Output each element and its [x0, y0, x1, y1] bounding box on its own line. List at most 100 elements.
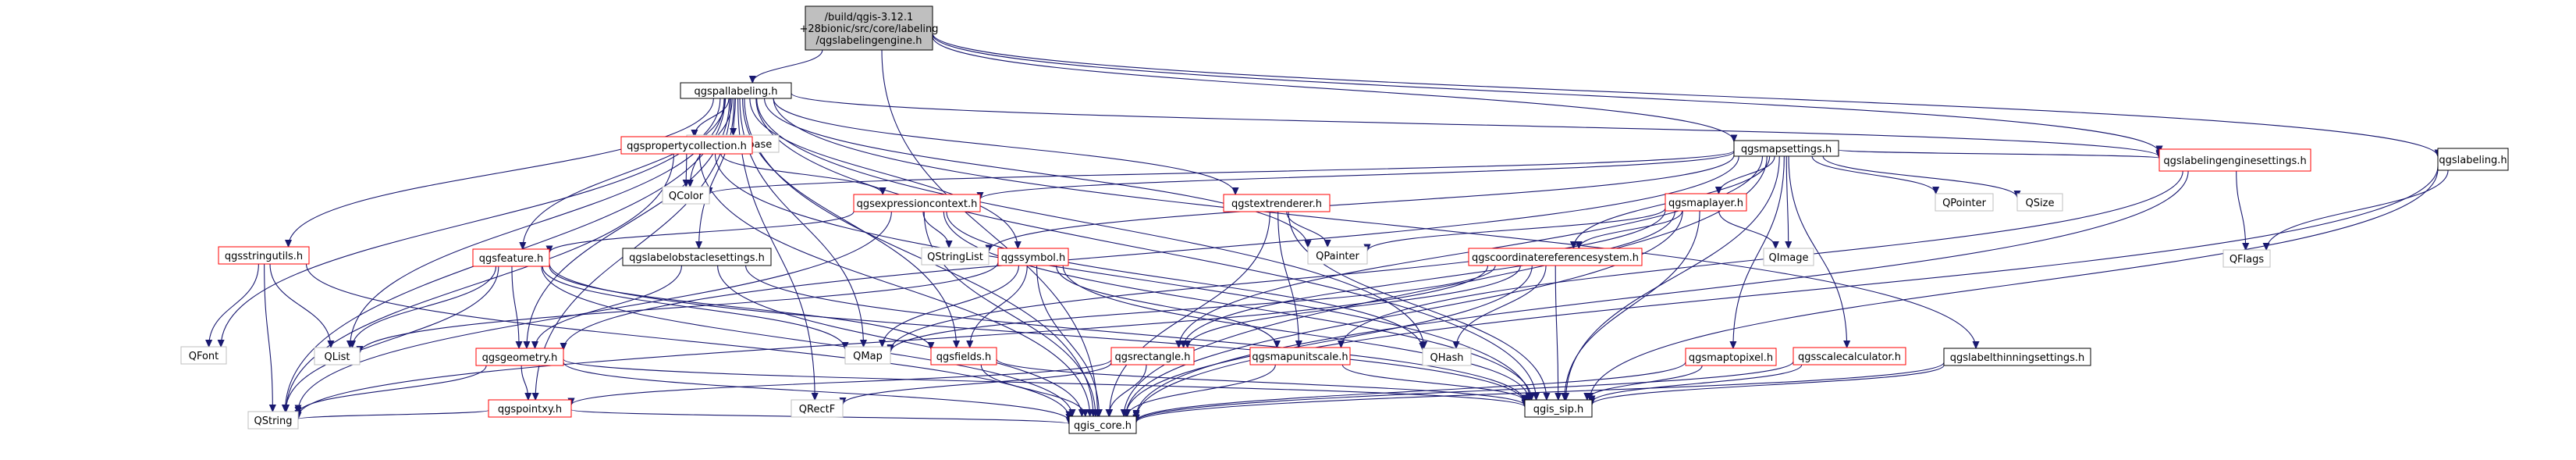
node-qgslabelingenginesettings[interactable]: qgslabelingenginesettings.h [2159, 148, 2311, 172]
edge-qgspointxy-to-QString [298, 409, 489, 419]
edge-qgsfields-to-qgis_sip [996, 358, 1525, 406]
edge-qgsstringutils-to-qgis_core [305, 263, 1069, 418]
edge-qgsmaplayer-to-qgis_core [1126, 210, 1683, 416]
edge-root-to-qgsmapsettings [932, 36, 1734, 142]
node-label-QMap: QMap [853, 351, 883, 362]
node-qgis_sip[interactable]: qgis_sip.h [1524, 399, 1593, 418]
edge-qgsfeature-to-QString [286, 266, 499, 412]
node-qgslabelthinningsettings[interactable]: qgslabelthinningsettings.h [1943, 348, 2091, 366]
node-box-qgis_core [1068, 415, 1137, 434]
node-label-qgslabelobstaclesettings: qgslabelobstaclesettings.h [629, 252, 765, 264]
node-box-qgsmapsettings [1733, 140, 1839, 157]
edge-qgsgeometry-to-qgspointxy [521, 365, 528, 400]
node-label-qgspropertycollection: qgspropertycollection.h [627, 141, 747, 152]
edge-qgsgeometry-to-QString [298, 365, 487, 414]
node-QImage: QImage [1763, 248, 1814, 266]
edge-qgspallabeling-to-QPainter [763, 98, 1308, 248]
node-qgsrectangle[interactable]: qgsrectangle.h [1110, 347, 1195, 366]
node-label-qgsfeature: qgsfeature.h [479, 253, 544, 265]
edge-qgsrectangle-to-QRectF [843, 362, 1112, 405]
node-box-qgslabelobstaclesettings [622, 248, 772, 266]
edge-qgsfeature-to-qgsfields [549, 266, 931, 349]
node-box-QFlags [2222, 249, 2271, 268]
edge-qgssymbol-to-qgis_sip [1062, 265, 1529, 400]
node-qgspallabeling[interactable]: qgspallabeling.h [680, 82, 792, 99]
edge-qgsexpressioncontext-to-QHash [946, 211, 1423, 350]
edge-qgslabelobstaclesettings-to-qgis_sip [745, 265, 1525, 402]
node-label-QStringList: QStringList [927, 251, 983, 263]
edge-qgsstringutils-to-QFont [209, 263, 259, 347]
node-QStringList: QStringList [921, 247, 990, 266]
node-box-root [805, 5, 933, 51]
node-qgspointxy[interactable]: qgspointxy.h [488, 399, 572, 418]
node-qgstextrenderer[interactable]: qgstextrenderer.h [1223, 194, 1331, 212]
node-label-qgis_sip: qgis_sip.h [1533, 404, 1583, 415]
node-label-qgsmapsettings: qgsmapsettings.h [1741, 144, 1832, 155]
edge-root-to-qgspallabeling [752, 49, 823, 83]
node-qgsmapunitscale[interactable]: qgsmapunitscale.h [1249, 347, 1351, 366]
edge-qgsmapsettings-to-QStringList [989, 155, 1735, 252]
edge-qgslabelthinningsettings-to-qgis_core [1136, 362, 1945, 423]
node-box-QFont [180, 346, 227, 365]
edge-qgsscalecalculator-to-qgis_sip [1592, 364, 1803, 402]
node-box-qgspallabeling [680, 82, 792, 99]
edge-qgspallabeling-to-qgslabelobstaclesettings [699, 98, 735, 248]
edge-qgsmaplayer-to-QPainter [1367, 208, 1666, 251]
node-qgsgeometry[interactable]: qgsgeometry.h [475, 348, 564, 366]
node-qgsstringutils[interactable]: qgsstringutils.h [218, 246, 310, 265]
edge-qgstextrenderer-to-qgis_core [1110, 211, 1270, 416]
node-box-qgsgeometry [475, 348, 564, 366]
node-qgsfields[interactable]: qgsfields.h [930, 347, 997, 366]
node-box-qgslabeling [2437, 148, 2509, 171]
node-qgslabelobstaclesettings[interactable]: qgslabelobstaclesettings.h [622, 248, 772, 266]
edge-qgstextrenderer-to-QPainter [1286, 211, 1327, 247]
node-qgspropertycollection[interactable]: qgspropertycollection.h [620, 136, 753, 155]
edge-qgsmapsettings-to-qgsscalecalculator [1788, 155, 1847, 348]
node-qgsexpressioncontext[interactable]: qgsexpressioncontext.h [853, 194, 981, 212]
edge-qgsmaplayer-to-QMap [890, 209, 1666, 351]
edge-root-to-qgis_core [881, 49, 1098, 416]
node-qgsmaptopixel[interactable]: qgsmaptopixel.h [1685, 348, 1777, 366]
edge-qgsmapsettings-to-qgsexpressioncontext [980, 151, 1735, 199]
edge-qgsexpressioncontext-to-QStringList [922, 211, 949, 248]
edge-qgsexpressioncontext-to-QString [298, 211, 892, 412]
node-label-qgspallabeling: qgspallabeling.h [694, 86, 777, 98]
edge-qgsfeature-to-QList [352, 266, 497, 348]
edge-qgspropertycollection-to-QString [286, 153, 674, 412]
node-qgslabeling[interactable]: qgslabeling.h [2437, 148, 2509, 171]
node-box-qgsmaptopixel [1685, 348, 1777, 366]
node-label-root: +28bionic/src/core/labeling [799, 23, 938, 35]
node-label-qgsfields: qgsfields.h [936, 351, 991, 363]
edge-qgsmapunitscale-to-qgis_sip [1341, 364, 1525, 401]
edge-qgscoordinatereferencesystem-to-qgis_core [1126, 265, 1533, 416]
node-qgsfeature[interactable]: qgsfeature.h [472, 248, 550, 267]
node-QList: QList [314, 347, 361, 366]
edge-qgsexpressioncontext-to-qgsfeature [549, 211, 855, 253]
node-box-qgsscalecalculator [1793, 347, 1906, 366]
node-qgsmapsettings[interactable]: qgsmapsettings.h [1733, 140, 1839, 157]
edge-qgsmapsettings-to-QColor [709, 150, 1735, 194]
node-box-QPainter [1307, 246, 1368, 265]
node-qgscoordinatereferencesystem[interactable]: qgscoordinatereferencesystem.h [1468, 248, 1643, 266]
node-label-QSize: QSize [2026, 198, 2055, 209]
edge-qgsfeature-to-qgis_core [541, 266, 1072, 416]
node-label-qgsmapunitscale: qgsmapunitscale.h [1252, 351, 1348, 363]
edge-qgspropertycollection-to-qgsexpressioncontext [720, 153, 883, 194]
node-qgssymbol[interactable]: qgssymbol.h [997, 248, 1069, 266]
edge-qgsmapsettings-to-qgsmaptopixel [1733, 155, 1785, 348]
node-box-qgslabelthinningsettings [1943, 348, 2091, 366]
node-root[interactable]: /build/qgis-3.12.1+28bionic/src/core/lab… [799, 5, 939, 51]
node-box-qgis_sip [1524, 399, 1593, 418]
node-label-qgsmaptopixel: qgsmaptopixel.h [1689, 352, 1773, 364]
edge-qgscoordinatereferencesystem-to-qgsrectangle [1188, 265, 1521, 348]
node-label-QColor: QColor [669, 191, 704, 202]
node-box-qgscoordinatereferencesystem [1468, 248, 1643, 266]
node-qgsscalecalculator[interactable]: qgsscalecalculator.h [1793, 347, 1906, 366]
edge-qgsstringutils-to-QList [269, 263, 331, 348]
node-qgis_core[interactable]: qgis_core.h [1068, 415, 1137, 434]
edge-qgsrectangle-to-qgis_core [1109, 364, 1147, 416]
node-qgsmaplayer[interactable]: qgsmaplayer.h [1665, 193, 1747, 212]
node-label-qgscoordinatereferencesystem: qgscoordinatereferencesystem.h [1472, 252, 1639, 264]
node-label-qgslabelingenginesettings: qgslabelingenginesettings.h [2163, 155, 2306, 167]
edge-qgsmaplayer-to-qgis_sip [1565, 210, 1700, 400]
